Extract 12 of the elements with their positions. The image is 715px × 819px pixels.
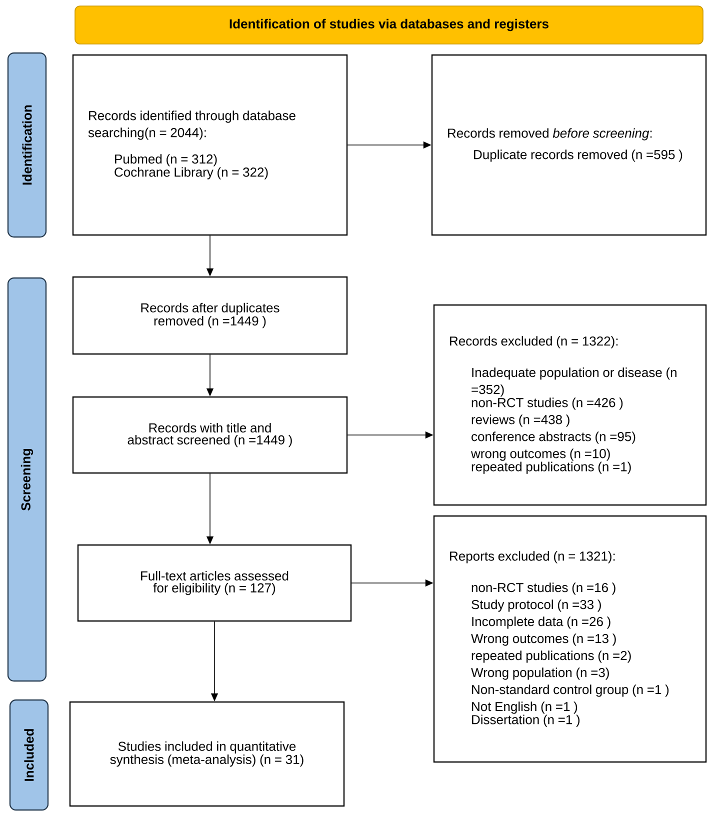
process-box: Records after duplicates removed (n =1449 ) bbox=[72, 276, 348, 355]
section-banner: Identification of studies via databases and registers bbox=[74, 6, 704, 44]
stage-band: Included bbox=[9, 699, 49, 811]
process-box: Studies included in quantitative synthesis (meta-analysis) (n = 31) bbox=[69, 701, 345, 807]
process-box: Records removed before screening: Duplicate records removed (n =595 ) bbox=[431, 54, 707, 236]
process-box: Records with title and abstract screened (n =1449 ) bbox=[72, 396, 348, 474]
exclusion-box: Reports excluded (n = 1321): non-RCT studies (n =16 ) Study protocol (n =33 ) Incomplete data (n =26 ) Wrong outcomes (n =13 ) repeated publications (n =2) Wrong population (n =3) Non-standard control group (n =1 ) Not English (n =1 ) Dissertation (n =1 ) bbox=[433, 515, 707, 763]
stage-band: Screening bbox=[7, 277, 47, 682]
process-box: Records identified through database searching(n = 2044): Pubmed (n = 312) Cochrane Library (n = 322) bbox=[72, 54, 348, 236]
stage-band: Identification bbox=[7, 52, 47, 238]
process-box: Full-text articles assessed for eligibility (n = 127) bbox=[77, 544, 352, 622]
exclusion-box: Records excluded (n = 1322): Inadequate population or disease (n =352) non-RCT studies (n =426 ) reviews (n =438 ) conference abstracts (n =95) wrong outcomes (n =10) repeated publications (n =1) bbox=[433, 304, 707, 506]
